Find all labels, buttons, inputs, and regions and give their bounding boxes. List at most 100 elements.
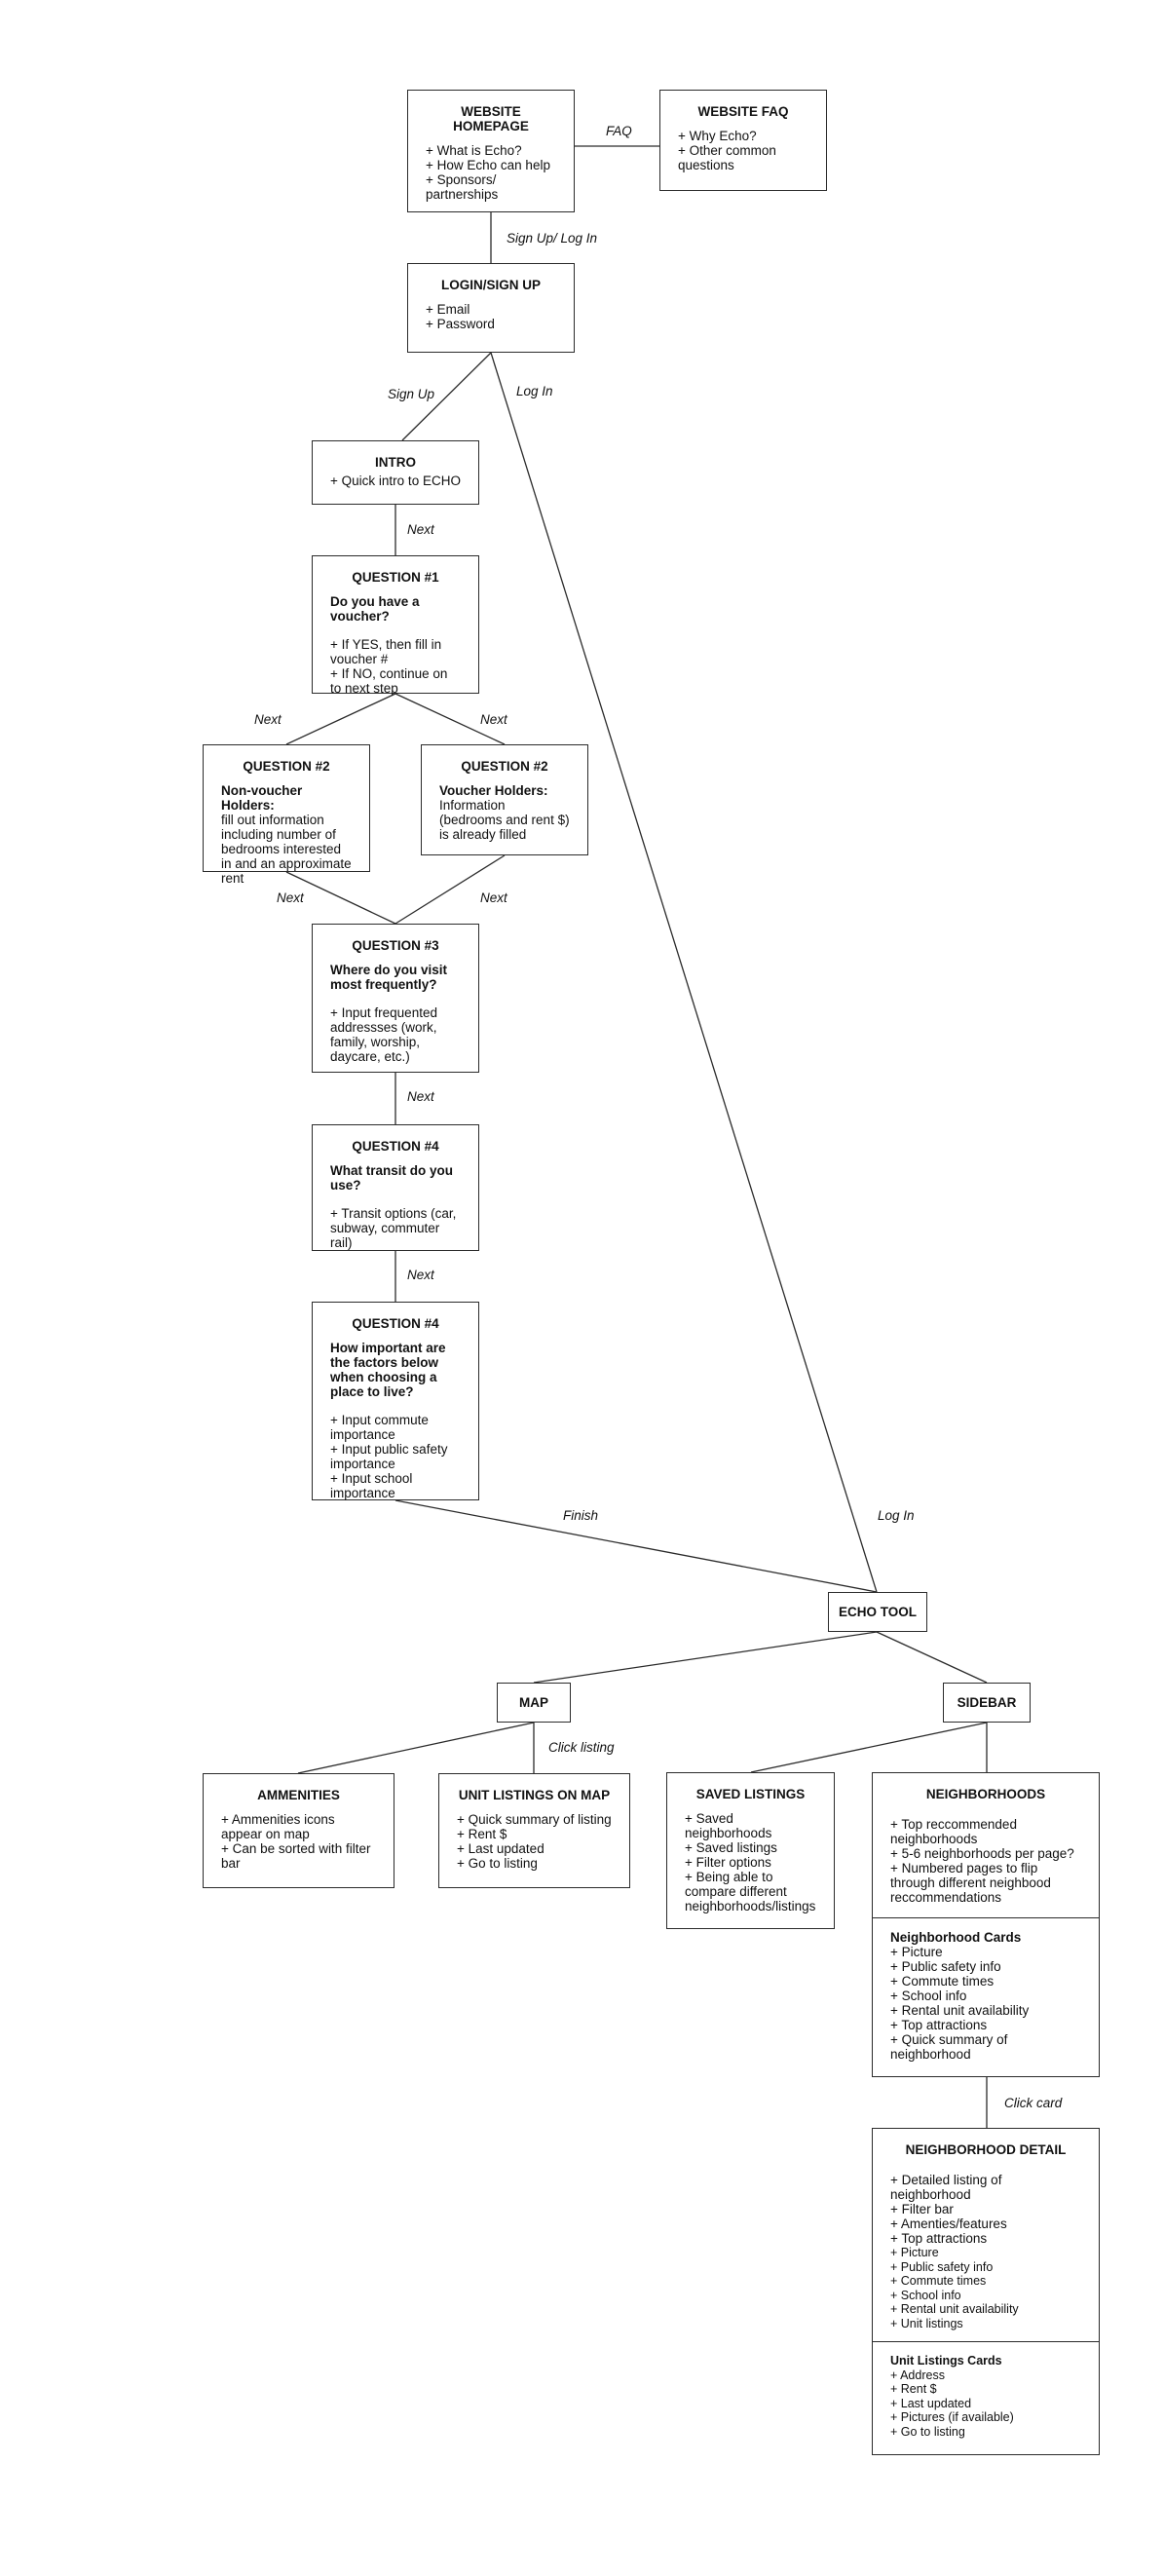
edge-label-next-q2-left: Next — [277, 890, 304, 905]
edge-map-amenities — [297, 1722, 535, 1774]
list-item: + Input frequented addressses (work, fam… — [330, 1005, 437, 1064]
list-item: + Sponsors/ partnerships — [426, 172, 499, 202]
edge-sidebar-saved — [750, 1722, 988, 1773]
list-item: + If YES, then fill in voucher # — [330, 637, 442, 666]
item-list: + Input frequented addressses (work, fam… — [330, 1005, 461, 1064]
neighborhoods-node: NEIGHBORHOODS + Top reccommended neighbo… — [872, 1772, 1100, 2077]
node-body: Information (bedrooms and rent $) is alr… — [439, 798, 570, 842]
node-lead: Voucher Holders: — [439, 783, 548, 798]
list-item: + Last updated — [457, 1841, 544, 1856]
node-title: QUESTION #2 — [243, 759, 330, 774]
edge-echo-map — [533, 1631, 878, 1684]
question-text: How important are the factors below when… — [330, 1341, 446, 1399]
list-item: + Why Echo? — [678, 129, 757, 143]
node-title: QUESTION #2 — [461, 759, 548, 774]
edge-label-next-intro: Next — [407, 522, 434, 537]
edge-q1-q2b — [394, 693, 506, 745]
node-title: ECHO TOOL — [838, 1605, 917, 1619]
echo-tool-node: ECHO TOOL — [828, 1592, 927, 1632]
node-title: SIDEBAR — [957, 1695, 1017, 1710]
item-list: + What is Echo? + How Echo can help + Sp… — [426, 143, 556, 202]
edge-label-signup: Sign Up — [388, 387, 435, 401]
item-list: + Input commute importance + Input publi… — [330, 1413, 461, 1500]
edge-login-intro — [401, 352, 492, 441]
edge-q4b-echo — [394, 1499, 878, 1593]
neighborhood-cards-section: Neighborhood Cards + Picture + Public sa… — [873, 1917, 1099, 2075]
item-list: + Quick summary of listing + Rent $ + La… — [457, 1812, 612, 1871]
list-item: + Top attractions — [890, 2018, 988, 2032]
neighborhood-detail-summary: NEIGHBORHOOD DETAIL + Detailed listing o… — [873, 2129, 1099, 2341]
item-list: + Transit options (car, subway, commuter… — [330, 1206, 461, 1250]
list-item: + Top reccommended neighborhoods — [890, 1817, 1017, 1846]
list-item: + Pictures (if available) — [890, 2410, 1014, 2424]
saved-listings-node: SAVED LISTINGS + Saved neighborhoods + S… — [666, 1772, 835, 1929]
question-4-factors-node: QUESTION #4 How important are the factor… — [312, 1302, 479, 1500]
edge-echo-sidebar — [876, 1631, 988, 1684]
list-item: + Quick summary of listing — [457, 1812, 612, 1827]
list-item: + Input commute importance — [330, 1413, 429, 1442]
item-list: + Top reccommended neighborhoods + 5-6 n… — [890, 1817, 1081, 1905]
intro-node: INTRO + Quick intro to ECHO — [312, 440, 479, 505]
question-4-transit-node: QUESTION #4 What transit do you use? + T… — [312, 1124, 479, 1251]
node-lead: Non-voucher Holders: — [221, 783, 303, 813]
list-item: + If NO, continue on to next step — [330, 666, 448, 696]
edge-label-click-card: Click card — [1004, 2096, 1063, 2110]
list-item: + 5-6 neighborhoods per page? — [890, 1846, 1074, 1861]
unit-listings-cards-section: Unit Listings Cards + Address + Rent $ +… — [873, 2341, 1099, 2452]
sidebar-node: SIDEBAR — [943, 1683, 1031, 1723]
list-item: + Saved neighborhoods — [685, 1811, 772, 1840]
edge-label-next-q1-left: Next — [254, 712, 282, 727]
list-item: + Rent $ — [457, 1827, 507, 1841]
question-text: Do you have a voucher? — [330, 594, 420, 624]
edge-label-signup-login: Sign Up/ Log In — [507, 231, 598, 246]
list-item: + Being able to compare different neighb… — [685, 1870, 816, 1913]
node-text: Voucher Holders: Information (bedrooms a… — [439, 783, 570, 842]
list-item: + Filter options — [685, 1855, 771, 1870]
list-item: + How Echo can help — [426, 158, 550, 172]
node-text: Non-voucher Holders: fill out informatio… — [221, 783, 352, 886]
node-title: QUESTION #3 — [352, 938, 439, 953]
list-item: + Last updated — [890, 2396, 972, 2410]
list-item: + School info — [890, 1989, 967, 2003]
edge-q1-q2a — [285, 693, 396, 745]
list-item: + Picture — [890, 2246, 939, 2259]
node-title: WEBSITE HOMEPAGE — [453, 104, 529, 133]
item-list: + Saved neighborhoods + Saved listings +… — [685, 1811, 816, 1913]
item-list: + Why Echo? + Other common questions — [678, 129, 808, 172]
list-item: + Amenties/features — [890, 2216, 1007, 2231]
edge-q2b-q3 — [394, 854, 506, 925]
login-signup-node: LOGIN/SIGN UP + Email + Password — [407, 263, 575, 353]
question-1-node: QUESTION #1 Do you have a voucher? + If … — [312, 555, 479, 696]
website-faq-node: WEBSITE FAQ + Why Echo? + Other common q… — [659, 90, 827, 191]
list-item: + Public safety info — [890, 1959, 1001, 1974]
list-item: + Saved listings — [685, 1840, 777, 1855]
list-item: + Filter bar — [890, 2202, 954, 2216]
node-title: NEIGHBORHOODS — [925, 1787, 1046, 1801]
node-title: LOGIN/SIGN UP — [440, 278, 541, 292]
website-homepage-node: WEBSITE HOMEPAGE + What is Echo? + How E… — [407, 90, 575, 212]
edge-label-faq: FAQ — [606, 124, 632, 138]
item-list: + Address + Rent $ + Last updated + Pict… — [890, 2368, 1081, 2440]
list-item: + Password — [426, 317, 495, 331]
map-node: MAP — [497, 1683, 571, 1723]
edge-label-finish: Finish — [563, 1508, 599, 1523]
list-item: + Other common questions — [678, 143, 776, 172]
unit-listings-on-map-node: UNIT LISTINGS ON MAP + Quick summary of … — [438, 1773, 630, 1888]
section-title: Neighborhood Cards — [890, 1930, 1022, 1945]
list-item: + Rental unit availability — [890, 2302, 1019, 2316]
list-item: + Input school importance — [330, 1471, 413, 1500]
node-title: MAP — [519, 1695, 548, 1710]
list-item: + Quick summary of neighborhood — [890, 2032, 1008, 2062]
node-title: NEIGHBORHOOD DETAIL — [905, 2142, 1067, 2157]
list-item: + Email — [426, 302, 470, 317]
question-text: What transit do you use? — [330, 1163, 453, 1193]
list-item: + Can be sorted with filter bar — [221, 1841, 371, 1871]
list-item: + Top attractions — [890, 2231, 988, 2246]
item-list: + Picture + Public safety info + Commute… — [890, 1945, 1081, 2062]
list-item: + What is Echo? — [426, 143, 522, 158]
item-list: + If YES, then fill in voucher # + If NO… — [330, 637, 461, 696]
list-item: + Picture — [890, 1945, 943, 1959]
section-title: Unit Listings Cards — [890, 2354, 1002, 2368]
list-item: + Public safety info — [890, 2259, 994, 2274]
